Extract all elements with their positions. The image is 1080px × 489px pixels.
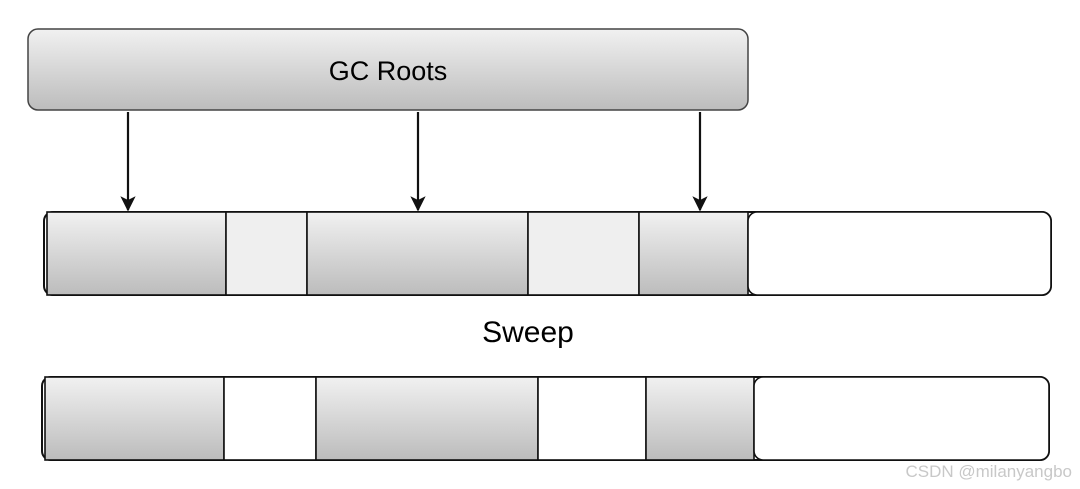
heap-segment-live — [306, 211, 529, 296]
gc-roots-box: GC Roots — [27, 28, 749, 111]
sweep-label: Sweep — [482, 316, 574, 349]
heap-segment-live — [44, 376, 225, 461]
heap-segment-garbage — [225, 211, 308, 296]
heap-segment-free — [747, 211, 1052, 296]
heap-segment-free — [223, 376, 317, 461]
heap-after-sweep — [41, 376, 1050, 461]
heap-segment-free — [537, 376, 647, 461]
heap-segment-live — [315, 376, 539, 461]
heap-segment-live — [638, 211, 749, 296]
heap-before-sweep — [43, 211, 1052, 296]
heap-segment-live — [645, 376, 755, 461]
heap-segment-free — [753, 376, 1050, 461]
root-reference-arrows — [120, 112, 708, 212]
gc-roots-label: GC Roots — [329, 56, 448, 86]
heap-segment-garbage — [527, 211, 640, 296]
watermark: CSDN @milanyangbo — [905, 462, 1072, 481]
gc-roots-rect — [27, 28, 749, 111]
heap-segment-live — [46, 211, 227, 296]
